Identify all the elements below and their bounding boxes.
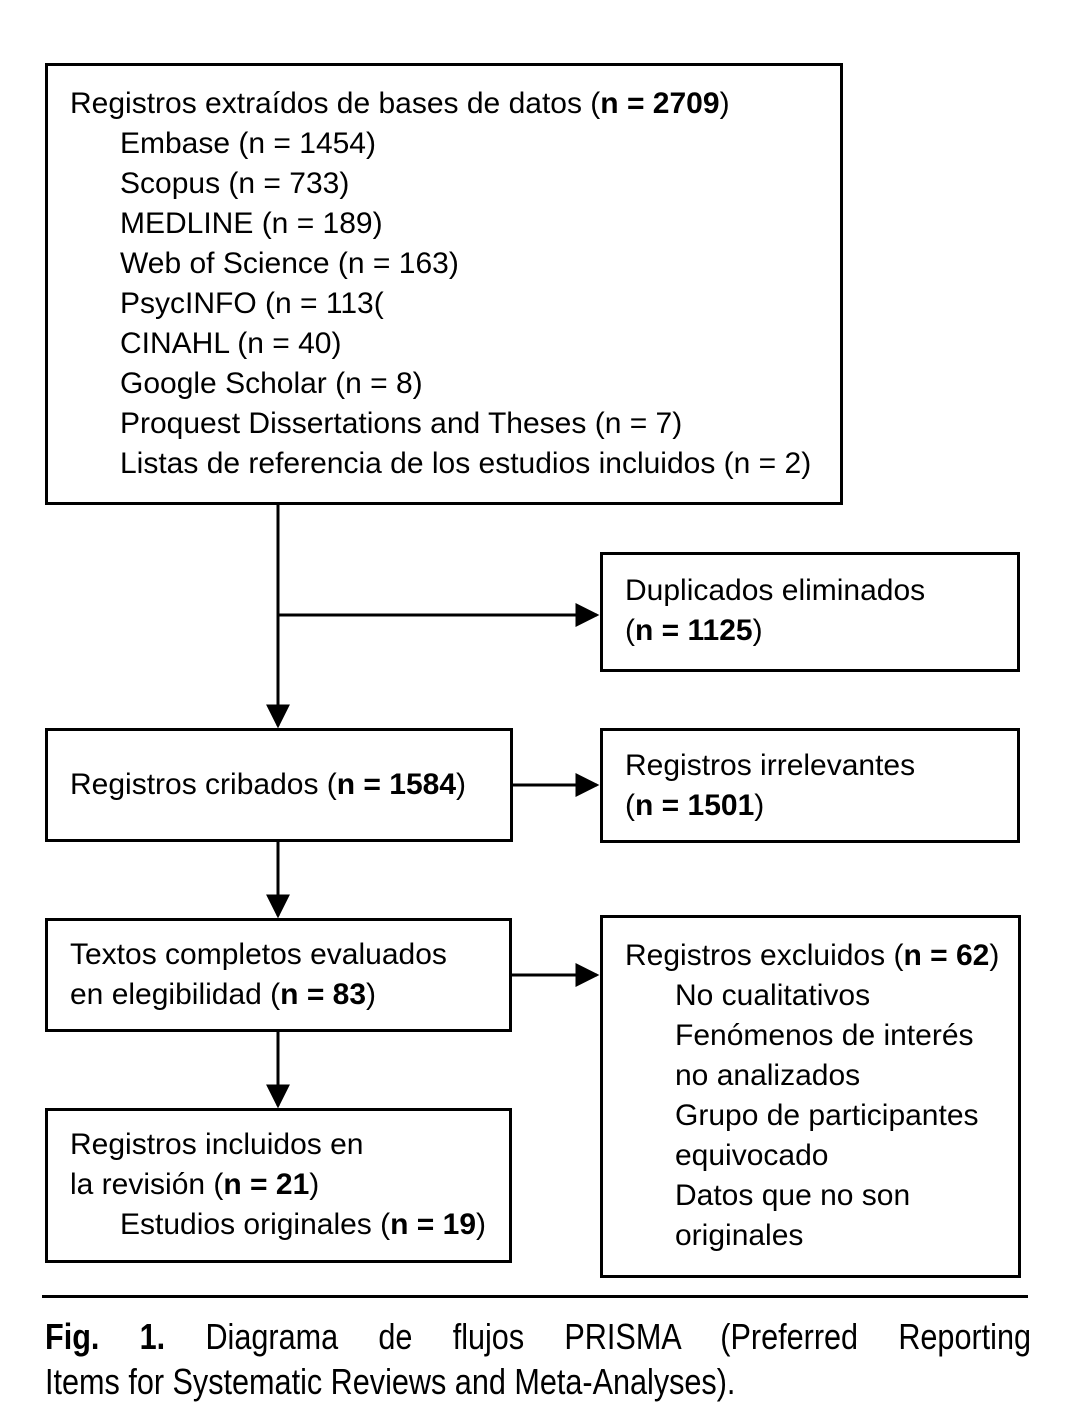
records-excluded-post: ): [989, 939, 1000, 972]
irrelevant-count-pre: (: [625, 789, 635, 822]
records-screened-pre: Registros cribados (: [70, 768, 337, 801]
original-studies-post: ): [476, 1208, 487, 1241]
box-records-screened: Registros cribados (n = 1584): [45, 728, 513, 842]
fulltext-count: n = 83: [280, 978, 367, 1011]
duplicates-count-post: ): [752, 614, 763, 647]
exclusion-reason-line: No cualitativos: [675, 979, 871, 1012]
records-identified-title-pre: Registros extraídos de bases de datos (: [70, 87, 601, 120]
records-screened-post: ): [456, 768, 467, 801]
included-count: n = 21: [223, 1168, 310, 1201]
figure-caption-line2: Items for Systematic Reviews and Meta-An…: [45, 1361, 736, 1402]
original-studies-count: n = 19: [390, 1208, 477, 1241]
figure-number-label: Fig. 1.: [45, 1316, 166, 1357]
database-item: Proquest Dissertations and Theses (n = 7…: [120, 407, 683, 440]
original-studies-pre: Estudios originales (: [120, 1208, 391, 1241]
exclusion-reason-line: Fenómenos de interés: [675, 1019, 974, 1052]
exclusion-reason-line: Grupo de participantes: [675, 1099, 979, 1132]
included-count-post: ): [309, 1168, 320, 1201]
fulltext-count-post: ): [366, 978, 377, 1011]
database-item: Web of Science (n = 163): [120, 247, 459, 280]
records-identified-title: Registros extraídos de bases de datos (n…: [48, 84, 840, 124]
records-identified-title-post: ): [719, 87, 730, 120]
included-count-pre: la revisión (: [70, 1168, 224, 1201]
exclusion-reason-line: Datos que no son: [675, 1179, 911, 1212]
box-records-excluded: Registros excluidos (n = 62) No cualitat…: [600, 915, 1021, 1278]
records-included-line1: Registros incluidos en: [70, 1128, 364, 1161]
exclusion-reason-line: equivocado: [675, 1139, 829, 1172]
box-records-included: Registros incluidos en la revisión (n = …: [45, 1108, 512, 1263]
irrelevant-records-label: Registros irrelevantes: [625, 749, 916, 782]
figure-caption-line1: Fig. 1. Diagrama de flujos PRISMA (Prefe…: [45, 1314, 1031, 1359]
records-excluded-pre: Registros excluidos (: [625, 939, 904, 972]
figure-caption-text1: Diagrama de flujos PRISMA (Preferred Rep…: [205, 1316, 1032, 1357]
caption-divider: [42, 1295, 1028, 1298]
database-item: Embase (n = 1454): [120, 127, 376, 160]
database-item: MEDLINE (n = 189): [120, 207, 383, 240]
duplicates-removed-count-line: (n = 1125): [603, 611, 1017, 651]
records-included-line2: la revisión (n = 21): [48, 1165, 509, 1205]
duplicates-count-pre: (: [625, 614, 635, 647]
fulltext-assessed-line1: Textos completos evaluados: [70, 938, 447, 971]
irrelevant-records-count-line: (n = 1501): [603, 786, 1017, 826]
database-item: Listas de referencia de los estudios inc…: [120, 447, 812, 480]
box-fulltext-assessed: Textos completos evaluados en elegibilid…: [45, 918, 512, 1032]
database-item: Google Scholar (n = 8): [120, 367, 423, 400]
records-identified-count: n = 2709: [600, 87, 720, 120]
records-screened-label: Registros cribados (n = 1584): [48, 765, 510, 805]
database-item: Scopus (n = 733): [120, 167, 350, 200]
duplicates-count: n = 1125: [635, 614, 753, 647]
exclusion-reason-line: originales: [675, 1219, 804, 1252]
irrelevant-count-post: ): [754, 789, 765, 822]
records-excluded-title: Registros excluidos (n = 62): [603, 936, 1018, 976]
fulltext-count-pre: en elegibilidad (: [70, 978, 281, 1011]
irrelevant-count: n = 1501: [635, 789, 755, 822]
records-screened-count: n = 1584: [336, 768, 457, 801]
duplicates-removed-label: Duplicados eliminados: [625, 574, 926, 607]
database-item: PsycINFO (n = 113(: [120, 287, 384, 320]
figure-caption: Fig. 1. Diagrama de flujos PRISMA (Prefe…: [45, 1314, 1031, 1403]
database-item: CINAHL (n = 40): [120, 327, 342, 360]
exclusion-reason-line: no analizados: [675, 1059, 861, 1092]
original-studies-line: Estudios originales (n = 19): [48, 1205, 509, 1245]
records-excluded-count: n = 62: [903, 939, 990, 972]
box-irrelevant-records: Registros irrelevantes (n = 1501): [600, 728, 1020, 843]
box-duplicates-removed: Duplicados eliminados (n = 1125): [600, 552, 1020, 672]
box-records-identified: Registros extraídos de bases de datos (n…: [45, 63, 843, 505]
fulltext-assessed-line2: en elegibilidad (n = 83): [48, 975, 509, 1015]
